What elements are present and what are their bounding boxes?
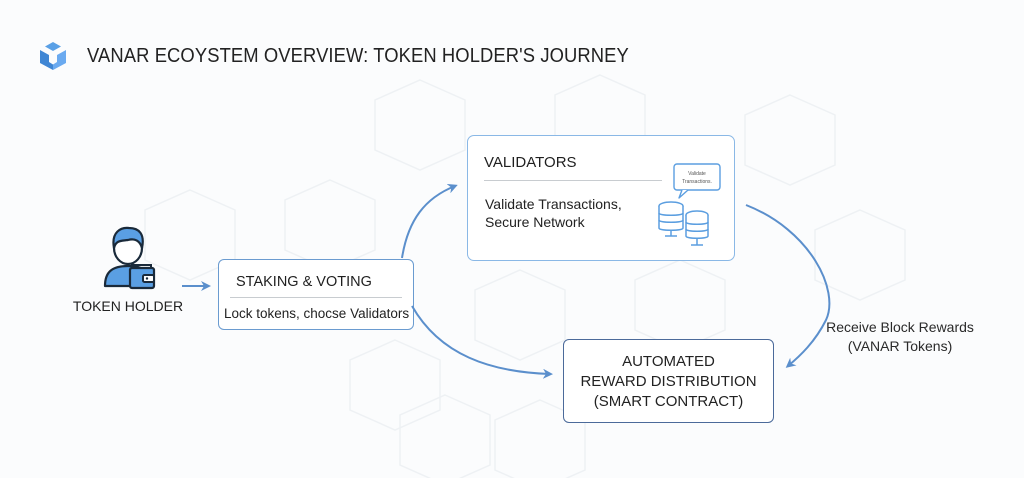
staking-voting-box: STAKING & VOTING Lock tokens, chocse Val… <box>218 259 414 330</box>
bg-hexagon <box>399 394 491 478</box>
bubble-line-1: Validate <box>688 171 706 177</box>
bg-hexagon <box>814 209 906 301</box>
bg-hexagon <box>349 339 441 431</box>
bg-hexagon <box>284 179 376 271</box>
reward-line-2: REWARD DISTRIBUTION <box>580 373 757 390</box>
divider <box>230 297 402 298</box>
user-with-wallet-icon <box>103 226 156 290</box>
staking-description: Lock tokens, chocse Validators <box>224 306 410 321</box>
token-holder-node: TOKEN HOLDER <box>66 224 190 314</box>
bg-hexagon <box>744 94 836 186</box>
block-rewards-line-2: (VANAR Tokens) <box>847 338 953 354</box>
database-servers-icon: Validate Transactions. <box>658 163 721 246</box>
validators-description: Validate Transactions, Secure Network <box>485 196 622 230</box>
bg-hexagon <box>374 79 466 171</box>
page-title: VANAR ECOYSTEM OVERVIEW: TOKEN HOLDER'S … <box>87 44 629 67</box>
bg-hexagon <box>144 189 236 281</box>
reward-line-1: AUTOMATED <box>622 353 715 370</box>
header: VANAR ECOYSTEM OVERVIEW: TOKEN HOLDER'S … <box>37 40 676 72</box>
staking-title: STAKING & VOTING <box>236 274 372 290</box>
speech-bubble-icon: Validate Transactions. <box>673 163 721 199</box>
cube-icon <box>40 42 66 70</box>
validators-box: VALIDATORS Validate Transactions, Secure… <box>467 135 735 261</box>
validators-title: VALIDATORS <box>484 154 577 171</box>
token-holder-label: TOKEN HOLDER <box>72 298 184 314</box>
bubble-line-2: Transactions. <box>682 179 712 185</box>
bg-hexagon <box>634 259 726 351</box>
bg-hexagon <box>474 269 566 361</box>
reward-distribution-box: AUTOMATED REWARD DISTRIBUTION (SMART CON… <box>563 339 774 423</box>
divider <box>484 180 662 181</box>
reward-line-3: (SMART CONTRACT) <box>593 393 744 410</box>
block-rewards-line-1: Receive Block Rewards <box>826 319 974 335</box>
block-rewards-label: Receive Block Rewards (VANAR Tokens) <box>820 318 980 356</box>
